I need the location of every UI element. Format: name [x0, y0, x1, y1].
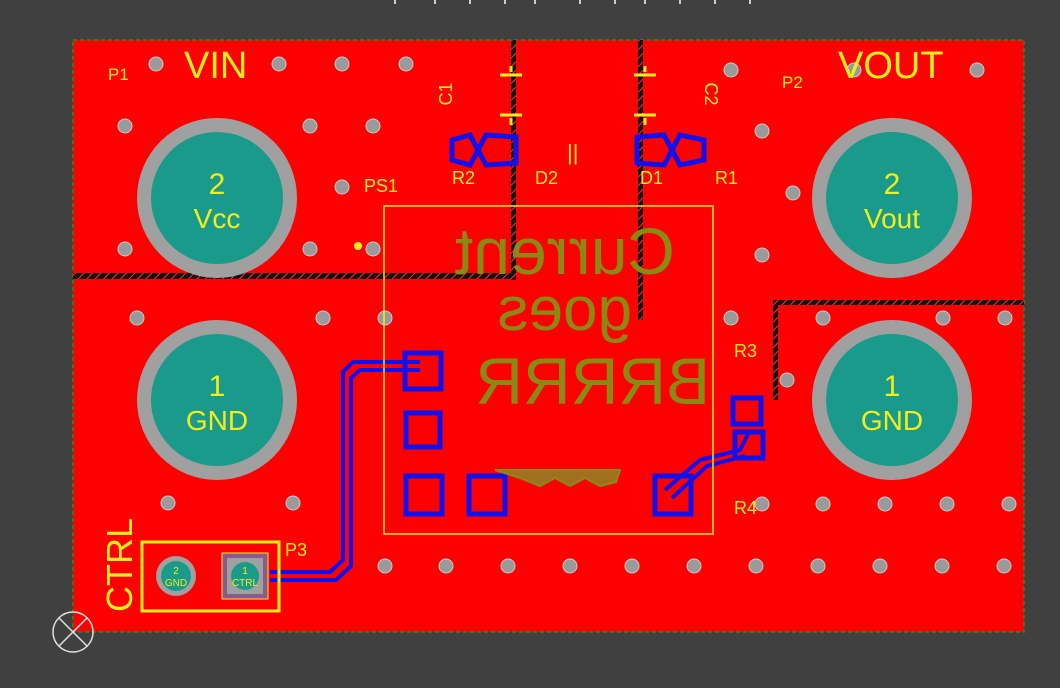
p1-designator: P1 — [108, 65, 129, 84]
pad-gnd-right-net: GND — [861, 405, 923, 436]
pad-gnd-right-num: 1 — [884, 370, 901, 403]
pad-vout-num: 2 — [884, 168, 901, 201]
pad-vcc-num: 2 — [209, 168, 226, 201]
capacitor-c2-silk — [634, 66, 656, 125]
ctrl-pad-gnd-num: 2 — [173, 566, 179, 577]
pad-gnd-left[interactable]: 1 GND — [137, 320, 297, 480]
d2-designator: D2 — [535, 168, 558, 188]
ps1-courtyard[interactable] — [383, 205, 714, 535]
ps1-designator: PS1 — [364, 176, 398, 196]
vout-title: VOUT — [838, 45, 944, 87]
ctrl-title: CTRL — [99, 518, 140, 612]
c2-designator: C2 — [701, 82, 721, 105]
ps1-pin1-dot — [354, 242, 362, 250]
bottom-text-line3: BRRRR — [475, 344, 710, 418]
pad-gnd-right[interactable]: 1 GND — [812, 320, 972, 480]
bottom-text-line1: Current — [455, 214, 675, 288]
ctrl-pad-gnd[interactable]: 2 GND — [156, 556, 196, 596]
ctrl-pad-ctrl-num: 1 — [242, 566, 248, 577]
origin-marker-icon[interactable] — [52, 611, 94, 653]
p2-designator: P2 — [782, 73, 803, 92]
pad-vcc[interactable]: 2 Vcc — [137, 118, 297, 278]
pad-vout-net: Vout — [864, 203, 920, 234]
r1-designator: R1 — [715, 168, 738, 188]
board-outline — [72, 39, 1025, 633]
r4-designator: R4 — [734, 498, 757, 518]
bottom-text-line2: goes — [498, 275, 632, 344]
r3-designator: R3 — [734, 341, 757, 361]
bottom-silk-logo — [494, 469, 622, 488]
pad-vcc-net: Vcc — [194, 203, 241, 234]
pad-vout[interactable]: 2 Vout — [812, 118, 972, 278]
vin-title: VIN — [184, 45, 247, 87]
r2-designator: R2 — [452, 168, 475, 188]
bottom-traces[interactable] — [270, 360, 752, 582]
stitching-vias — [117, 56, 1017, 574]
polarity-mark: || — [567, 140, 578, 165]
pad-gnd-left-num: 1 — [209, 370, 226, 403]
ctrl-pad-ctrl[interactable]: 1 CTRL — [221, 552, 269, 600]
ruler-ticks — [394, 0, 751, 4]
p3-designator: P3 — [285, 540, 307, 560]
c1-designator: C1 — [436, 82, 456, 105]
capacitor-c1-silk — [500, 66, 522, 125]
ctrl-pad-gnd-net: GND — [165, 578, 187, 589]
ctrl-connector-outline[interactable] — [140, 540, 281, 613]
bottom-pads[interactable] — [402, 132, 766, 517]
ctrl-pad-ctrl-net: CTRL — [232, 578, 259, 589]
d1-designator: D1 — [640, 168, 663, 188]
pad-gnd-left-net: GND — [186, 405, 248, 436]
